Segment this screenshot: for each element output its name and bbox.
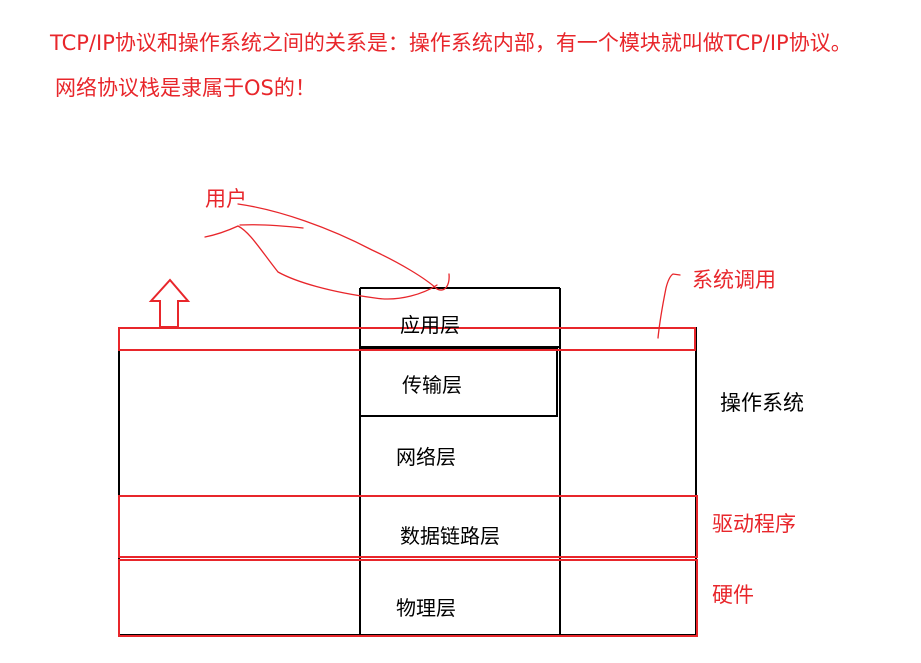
driver-band [118,495,698,558]
user-label: 用户 [205,187,247,211]
syscall-band [118,327,696,351]
syscall-label: 系统调用 [692,268,776,292]
transport-box [359,347,558,417]
up-arrow-icon [148,278,191,328]
network-layer-label: 网络层 [396,445,456,469]
layer-highlights [118,327,698,637]
hardware-band [118,559,698,637]
scribble-1 [204,225,438,300]
hardware-label: 硬件 [712,583,754,607]
user-scribble [204,203,450,300]
physical-layer-label: 物理层 [396,596,456,620]
transport-layer-label: 传输层 [402,373,462,397]
syscall-scribble [657,273,681,339]
scribble-2 [239,224,304,229]
scribble-3 [237,203,450,291]
application-layer-label: 应用层 [400,313,460,337]
datalink-layer-label: 数据链路层 [400,524,500,548]
heading-line-2: 网络协议栈是隶属于OS的！ [55,76,316,100]
os-label: 操作系统 [720,391,804,415]
driver-label: 驱动程序 [712,512,796,536]
heading-line-1: TCP/IP协议和操作系统之间的关系是：操作系统内部，有一个模块就叫做TCP/I… [50,31,852,55]
